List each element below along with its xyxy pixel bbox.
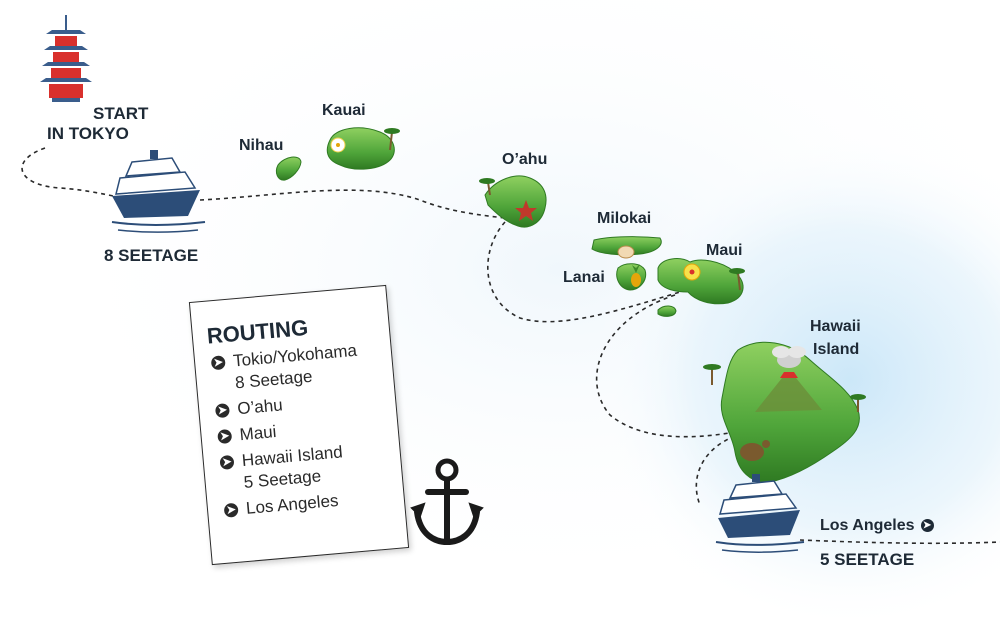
routing-item-3: ➤ Maui: [217, 422, 277, 447]
label-oahu: O’ahu: [502, 151, 548, 168]
routing-item-sub: 8 Seetage: [234, 366, 314, 393]
routing-item-4: ➤ Hawaii Island: [219, 442, 343, 473]
routing-item-label: Los Angeles: [245, 490, 340, 518]
label-milokai: Milokai: [597, 210, 652, 227]
volcano-icon: [755, 346, 822, 412]
palm-tree-icon: [384, 128, 866, 412]
island-maui: [657, 258, 744, 305]
pineapple-icon: [631, 264, 641, 287]
island-kauai: [326, 127, 395, 170]
arrow-right-circle-icon: ➤: [217, 428, 233, 445]
arrow-right-circle-icon: ➤: [223, 502, 239, 518]
label-8-seetage: 8 SEETAGE: [104, 246, 199, 265]
label-maui: Maui: [706, 242, 743, 259]
arrow-right-circle-icon: ➤: [920, 519, 934, 533]
routing-item-label: O’ahu: [236, 395, 284, 419]
routing-item-2: ➤ O’ahu: [214, 395, 284, 421]
routing-item-label: Hawaii Island: [241, 442, 344, 471]
label-lanai: Lanai: [563, 269, 605, 286]
routing-title: ROUTING: [205, 314, 310, 349]
label-kauai: Kauai: [322, 102, 366, 119]
label-island: Island: [813, 341, 860, 358]
turtle-icon: [740, 440, 770, 461]
starfish-icon: [515, 200, 537, 221]
label-start: START: [93, 104, 149, 123]
routing-item-5: ➤ Los Angeles: [223, 491, 339, 521]
route-line: [21, 147, 1000, 545]
label-los-angeles: Los Angeles ➤: [820, 516, 934, 535]
pagoda-icon: [40, 15, 92, 102]
cruise-ship-icon: [111, 150, 206, 233]
anchor-icon: [410, 458, 484, 546]
label-los-angeles-text: Los Angeles: [820, 517, 915, 534]
arrow-right-circle-icon: ➤: [214, 403, 231, 419]
label-5-seetage: 5 SEETAGE: [820, 550, 915, 569]
cruise-ship-icon-2: [715, 474, 805, 553]
hibiscus-icon: [330, 137, 701, 281]
label-nihau: Nihau: [239, 137, 284, 154]
arrow-right-circle-icon: ➤: [210, 355, 226, 371]
label-hawaii: Hawaii: [810, 318, 861, 335]
arrow-right-circle-icon: ➤: [219, 454, 235, 471]
routing-card: ROUTING ➤Tokio/Yokohama 8 Seetage ➤O’ahu…: [188, 284, 410, 566]
routing-item-label: Maui: [238, 422, 278, 445]
routing-item-sub: 5 Seetage: [242, 466, 322, 492]
label-in-tokyo: IN TOKYO: [47, 124, 129, 143]
island-nihau: [275, 156, 302, 181]
island-small: [657, 305, 677, 317]
shell-icon: [617, 245, 635, 259]
